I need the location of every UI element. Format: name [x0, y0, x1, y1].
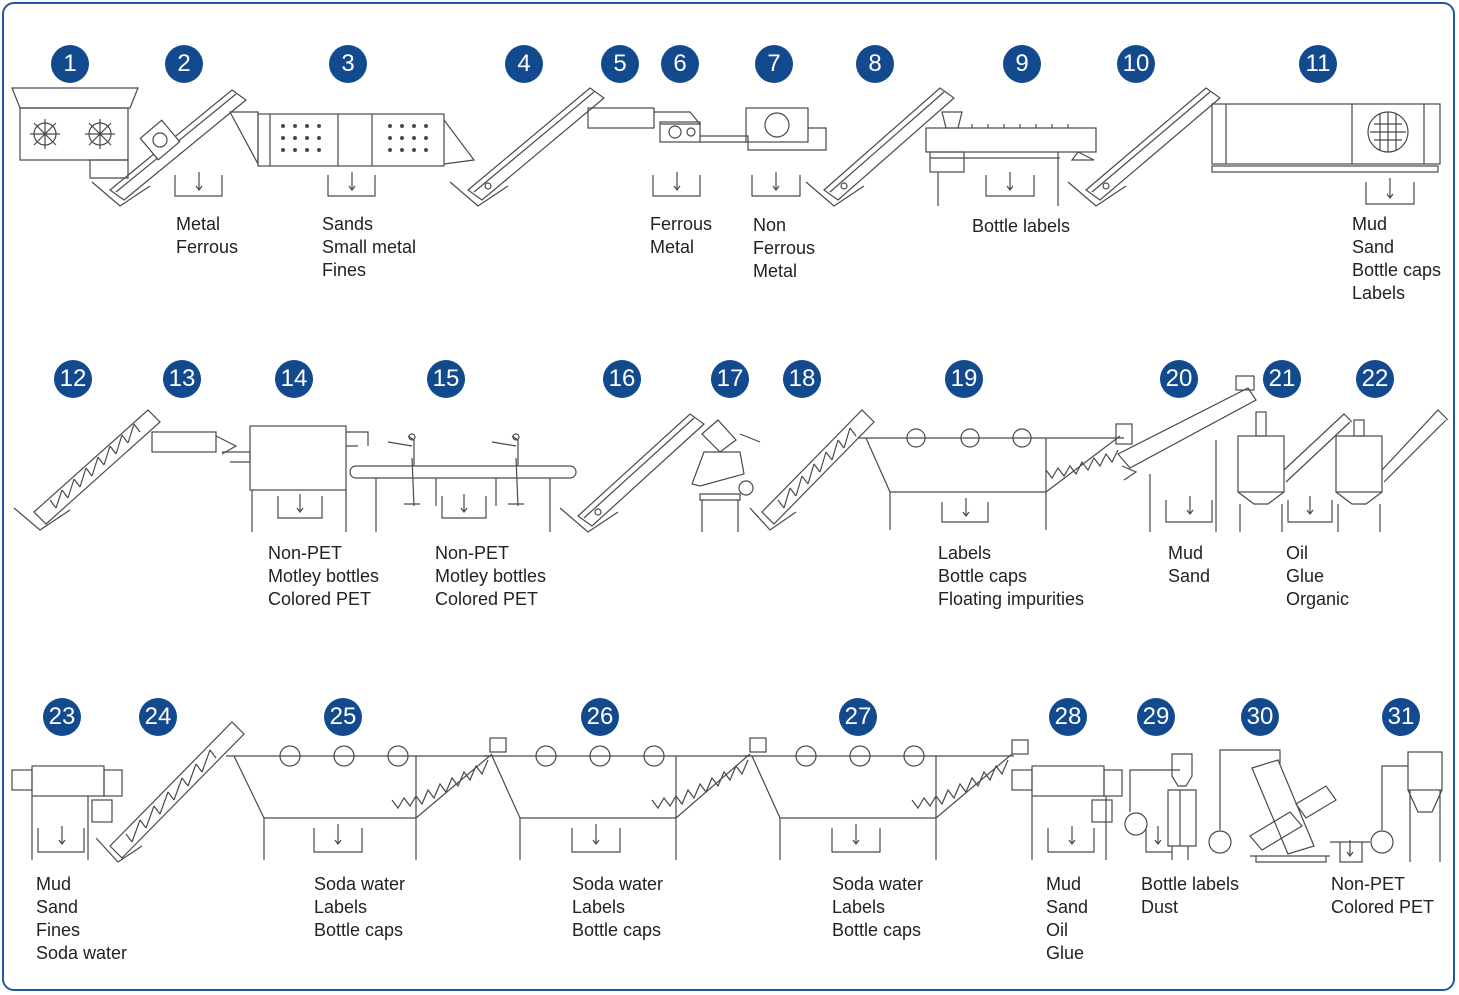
step-badge-21: 21 — [1263, 360, 1301, 398]
machine-magnetic-separator — [587, 107, 749, 197]
machine-screw-conveyor-18 — [749, 409, 875, 531]
step-badge-23: 23 — [43, 698, 81, 736]
machine-trommel — [228, 111, 476, 197]
machine-friction-washer — [1117, 375, 1257, 532]
machine-floating-tank — [858, 423, 1133, 530]
step-badge-5: 5 — [601, 45, 639, 83]
step-badge-2: 2 — [165, 45, 203, 83]
step-badge-6: 6 — [661, 45, 699, 83]
machine-color-sorter — [1208, 749, 1337, 863]
machine-conveyor-10 — [1067, 87, 1221, 207]
step-badge-8: 8 — [856, 45, 894, 83]
step-badge-3: 3 — [329, 45, 367, 83]
machine-screw-conveyor-24 — [95, 721, 245, 863]
output-label: Bottle labels — [972, 216, 1071, 236]
step-badge-17: 17 — [711, 360, 749, 398]
machine-screw-conveyor-12 — [13, 409, 161, 531]
step-badge-19: 19 — [945, 360, 983, 398]
step-badge-28: 28 — [1049, 698, 1087, 736]
machine-storage-silo — [1330, 751, 1443, 863]
step-badge-30: 30 — [1241, 698, 1279, 736]
step-badge-26: 26 — [581, 698, 619, 736]
machine-washing-tank-27 — [744, 739, 1029, 860]
step-badge-12: 12 — [54, 360, 92, 398]
machine-conveyor-16 — [559, 413, 705, 533]
machine-sorter — [151, 425, 369, 532]
machine-hot-washers — [1237, 409, 1449, 532]
step-badge-27: 27 — [839, 698, 877, 736]
step-badge-22: 22 — [1356, 360, 1394, 398]
step-badge-16: 16 — [603, 360, 641, 398]
machine-debaler — [11, 87, 139, 179]
step-badge-18: 18 — [783, 360, 821, 398]
step-badge-29: 29 — [1137, 698, 1175, 736]
step-badge-10: 10 — [1117, 45, 1155, 83]
machine-manual-sorting — [349, 433, 577, 532]
machine-crusher — [691, 419, 761, 532]
machine-conveyor-8 — [805, 87, 955, 207]
step-badge-24: 24 — [139, 698, 177, 736]
step-badge-11: 11 — [1299, 45, 1337, 83]
step-badge-7: 7 — [755, 45, 793, 83]
machine-drum-screen — [1211, 103, 1441, 205]
machine-label-remover — [925, 111, 1097, 206]
step-badge-1: 1 — [51, 45, 89, 83]
machine-eddy-current — [745, 107, 827, 197]
step-badge-20: 20 — [1160, 360, 1198, 398]
machine-dewatering-28 — [1011, 765, 1123, 860]
step-badge-4: 4 — [505, 45, 543, 83]
machine-label-separator — [1124, 753, 1197, 860]
machine-dewatering-23 — [11, 765, 123, 860]
step-badge-14: 14 — [275, 360, 313, 398]
machine-magnetic-conveyor — [91, 89, 247, 207]
step-badge-9: 9 — [1003, 45, 1041, 83]
step-badge-15: 15 — [427, 360, 465, 398]
machine-washing-tank-25 — [226, 737, 507, 860]
step-badge-13: 13 — [163, 360, 201, 398]
step-badge-31: 31 — [1382, 698, 1420, 736]
machine-conveyor-4 — [449, 87, 605, 207]
machine-washing-tank-26 — [484, 737, 767, 860]
step-badge-25: 25 — [324, 698, 362, 736]
